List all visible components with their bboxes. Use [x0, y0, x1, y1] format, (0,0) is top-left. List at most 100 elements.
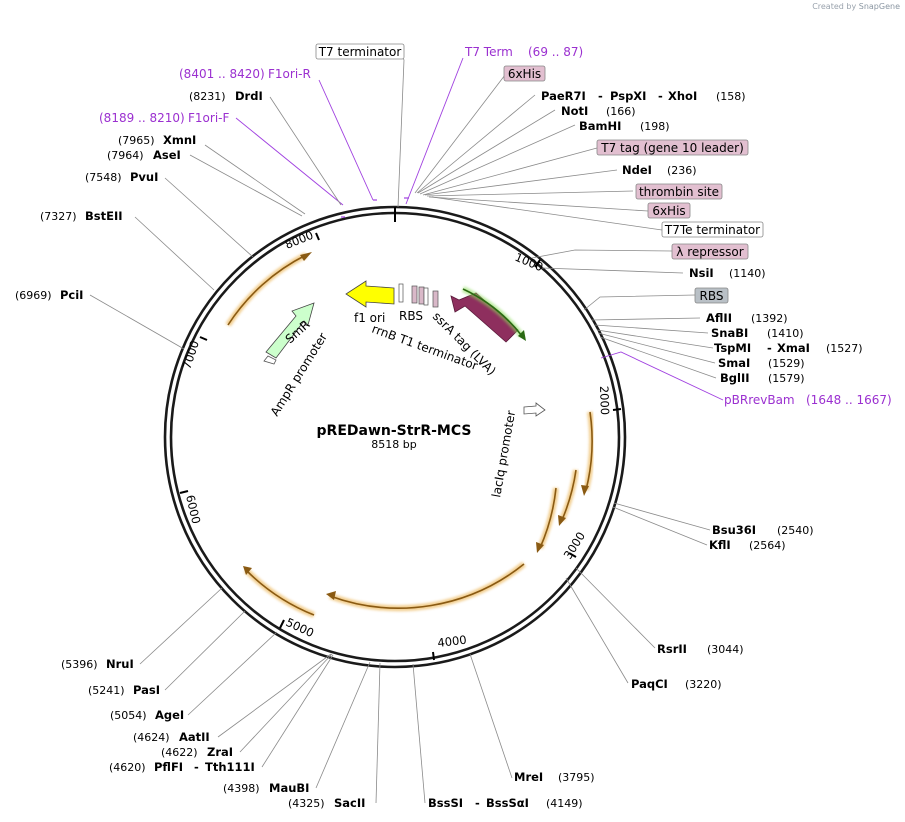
t7-tag-label: T7 tag (gene 10 leader) [600, 141, 744, 155]
svg-text:-: - [767, 341, 772, 355]
tick-7000 [199, 336, 208, 341]
orf-arrowhead [326, 591, 336, 600]
enzyme-name: NdeI [622, 163, 652, 177]
enzyme-name: KflI [709, 538, 731, 552]
orf-arc [243, 567, 316, 618]
enzyme-name: AatII [179, 730, 210, 744]
enzyme-name: PvuI [130, 170, 158, 184]
enzyme-name: SmaI [718, 356, 750, 370]
enzyme-pos: (236) [667, 164, 697, 177]
leader-line [422, 147, 598, 196]
feature-block [418, 286, 425, 305]
thrombin-site-label: thrombin site [639, 185, 719, 199]
leader-line [397, 57, 405, 208]
leader-line [217, 653, 332, 738]
leader-line [596, 329, 714, 349]
leader-line [134, 216, 215, 291]
enzyme-pos: (3220) [685, 678, 722, 691]
svg-text:-: - [598, 89, 603, 103]
tick-marks [179, 232, 622, 661]
rbs-block [398, 283, 404, 303]
tick-label: 1000 [513, 250, 545, 274]
enzyme-name: BglII [720, 371, 750, 385]
svg-text:-: - [475, 796, 480, 810]
feature-labels: T7 terminator 6xHis T7 tag (gene 10 lead… [315, 43, 764, 304]
leader-lines [89, 57, 724, 804]
orf-arc [227, 254, 307, 326]
tick-label: 4000 [437, 633, 468, 650]
tick-8000 [315, 232, 320, 241]
primer-pbrrevbam-range: (1648 .. 1667) [806, 393, 892, 407]
snapgene-watermark: Created by SnapGene [812, 2, 900, 11]
leader-line [594, 324, 709, 334]
enzyme-pos: (1579) [768, 372, 805, 385]
enzyme-name: ZraI [207, 745, 233, 759]
leader-line [164, 610, 246, 691]
leader-line [575, 567, 656, 649]
t7-tag-box [596, 139, 749, 156]
enzyme-name: PaqCI [631, 677, 668, 691]
enzyme-pos: (1527) [826, 342, 863, 355]
enzyme-name: XmnI [163, 133, 196, 147]
enzyme-name: TspMI [714, 341, 751, 355]
leader-line [419, 124, 576, 195]
primer-leader [235, 117, 344, 206]
lambda-repressor-arrowhead [518, 330, 526, 341]
rbs-feature-label: RBS [700, 289, 724, 303]
enzyme-pos: (4620) [109, 761, 146, 774]
leader-line [164, 177, 254, 258]
orf-arc [537, 487, 559, 550]
enzyme-pos: (4325) [288, 797, 325, 810]
orf-arrowhead [558, 515, 566, 526]
6xhis-label-2: 6xHis [652, 204, 685, 218]
enzyme-pos: (7965) [118, 134, 155, 147]
primer-labels: T7 Term (69 .. 87) (8401 .. 8420) F1ori-… [99, 45, 892, 407]
enzyme-name: XmaI [777, 341, 810, 355]
tick-6000 [179, 490, 189, 494]
tick-3000 [568, 552, 577, 558]
enzyme-pos: (7548) [85, 171, 122, 184]
enzyme-pos: (7964) [107, 149, 144, 162]
feature-block [432, 290, 439, 308]
enzyme-pos: (5054) [110, 709, 147, 722]
enzyme-name: AflII [706, 311, 732, 325]
primer-t7-term-name: T7 Term [464, 45, 513, 59]
enzyme-pos: (6969) [15, 289, 52, 302]
leader-line [591, 317, 701, 321]
leader-line [426, 190, 634, 197]
plasmid-size: 8518 bp [371, 438, 416, 451]
primer-leader [318, 79, 374, 201]
enzyme-pos: (5396) [61, 658, 98, 671]
leader-line [531, 249, 673, 259]
t7-terminator-box [315, 43, 405, 60]
leader-line [139, 587, 223, 665]
t7te-terminator-label: T7Te terminator [664, 223, 760, 237]
enzyme-name: Bsu36I [712, 523, 756, 537]
orf-arrowhead [581, 485, 589, 496]
enzyme-pos: (1392) [751, 312, 788, 325]
enzyme-name: PspXI [610, 89, 646, 103]
enzyme-pos: (5241) [88, 684, 125, 697]
enzyme-pos: (2540) [777, 524, 814, 537]
leader-line [187, 631, 278, 716]
enzyme-pos: (4624) [133, 731, 170, 744]
enzyme-name: XhoI [668, 89, 697, 103]
enzyme-name: AgeI [155, 708, 184, 722]
inner-features [263, 280, 546, 417]
leader-line [414, 74, 506, 194]
primer-leader [405, 57, 464, 205]
leader-line [612, 506, 708, 546]
primer-t7-term-range: (69 .. 87) [528, 45, 583, 59]
enzyme-pos: (2564) [749, 539, 786, 552]
leader-line [599, 336, 717, 379]
enzyme-pos: (1410) [767, 327, 804, 340]
enzyme-name: Tth111I [205, 760, 255, 774]
lambda-repressor-label: λ repressor [676, 245, 743, 259]
watermark-brand: SnapGene [858, 2, 900, 11]
orf-arc [245, 569, 315, 616]
leader-line [541, 267, 684, 274]
enzyme-name: MauBI [269, 781, 309, 795]
orf-arc [328, 561, 526, 612]
primer-pbrrevbam-name: pBRrevBam [724, 393, 795, 407]
6xhis-label: 6xHis [508, 67, 541, 81]
